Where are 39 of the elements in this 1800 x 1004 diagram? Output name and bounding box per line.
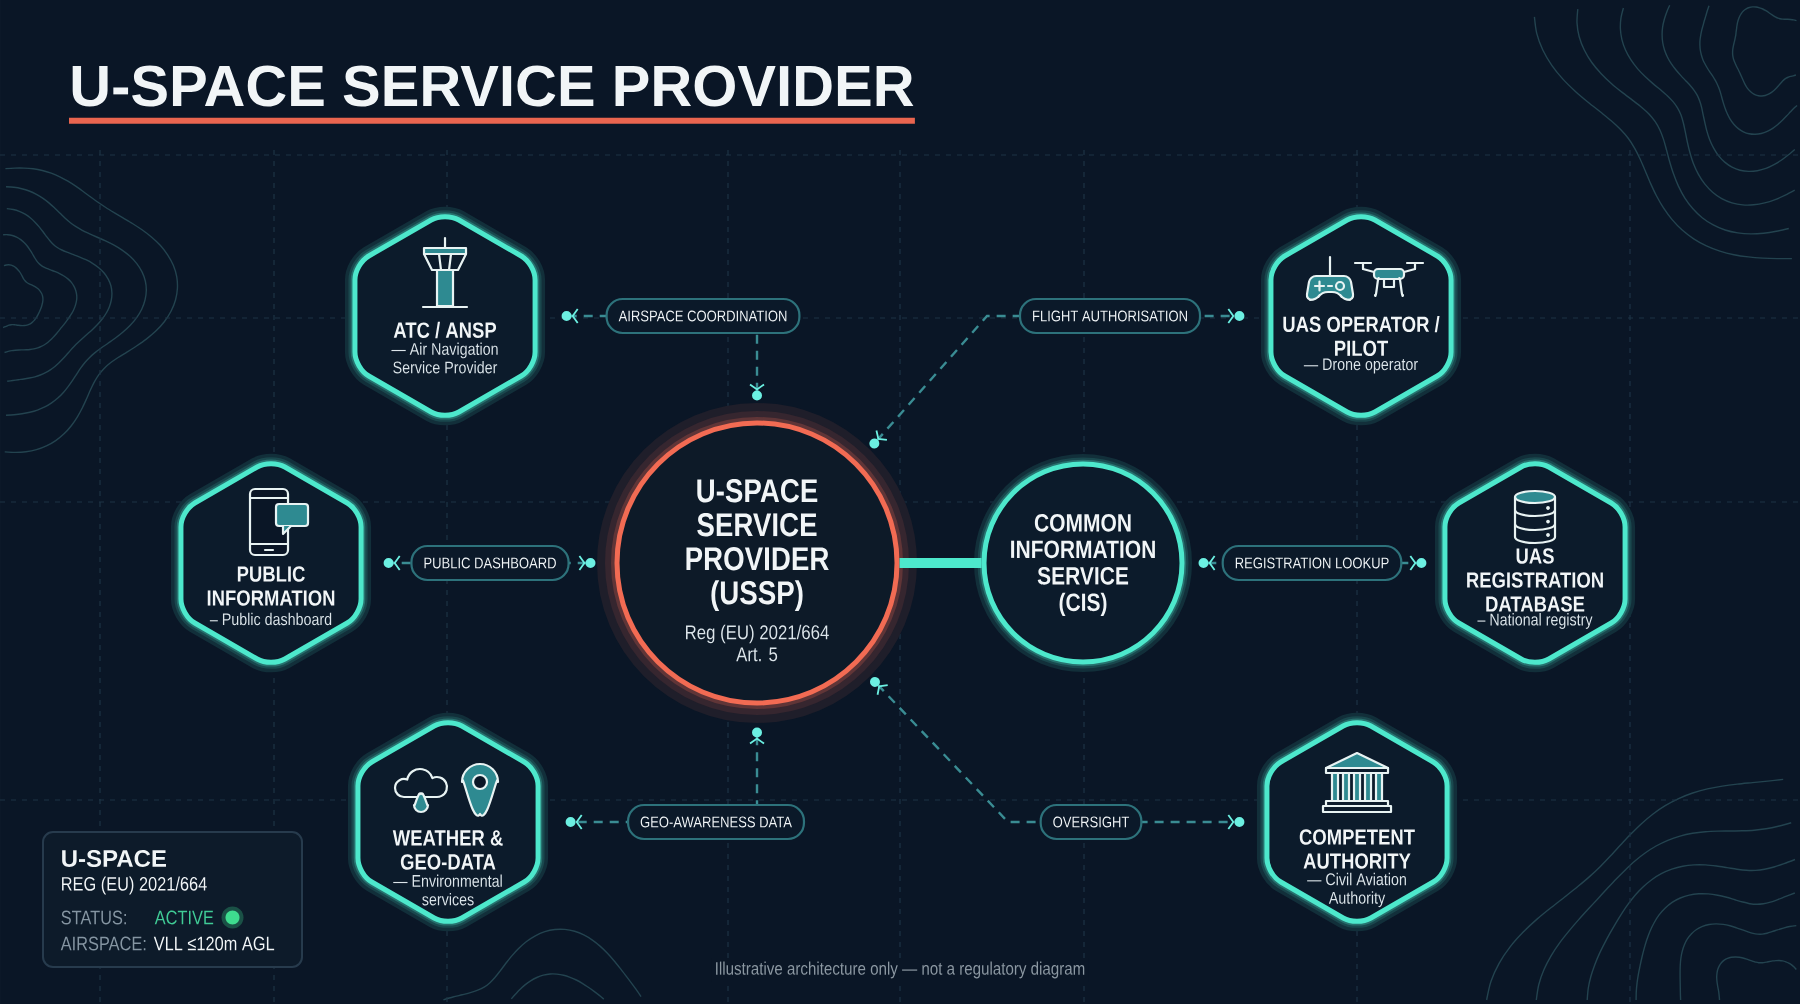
node-description: — Drone operator: [1303, 358, 1418, 374]
hexagon-node: [170, 453, 372, 673]
regulation-text: REG (EU) 2021/664: [62, 876, 207, 895]
node-title: COMMON INFORMATION SERVICE (CIS): [1011, 513, 1155, 617]
edge-label: FLIGHT AUTHORISATION: [1018, 297, 1202, 335]
regulation-reference: Reg (EU) 2021/664 Art. 5: [686, 624, 829, 662]
node-title: PUBLIC INFORMATION: [207, 566, 335, 606]
field-value: VLL ≤120m AGL: [153, 936, 275, 951]
circle-node: [974, 454, 1192, 672]
connector-line: [899, 558, 982, 568]
status-value: ACTIVE: [154, 910, 214, 925]
node-title: UAS REGISTRATION DATABASE: [1467, 548, 1603, 612]
field-label: AIRSPACE:: [60, 936, 146, 951]
node-description: — Environmental services: [393, 874, 502, 906]
hexagon-node: [1434, 453, 1636, 673]
field-label: STATUS:: [61, 910, 126, 925]
edge-label: GEO-AWARENESS DATA: [626, 803, 806, 841]
node-description: — Air Navigation Service Provider: [391, 342, 498, 374]
edge-label: PUBLIC DASHBOARD: [410, 544, 570, 582]
info-panel: [42, 831, 303, 968]
node-title: ATC / ANSP: [393, 321, 497, 339]
node-description: – Public dashboard: [209, 612, 332, 626]
edge-label: OVERSIGHT: [1039, 803, 1143, 841]
edge-label: AIRSPACE COORDINATION: [605, 297, 801, 335]
hexagon-node: [1260, 206, 1462, 426]
node-description: – National registry: [1477, 613, 1593, 629]
node-title: U-SPACE SERVICE PROVIDER (USSP): [686, 479, 829, 611]
circle-node: [597, 403, 917, 723]
caption: Illustrative architecture only — not a regulatory diagram: [711, 958, 1089, 982]
title: U-SPACE SERVICE PROVIDER: [72, 65, 914, 107]
node-title: UAS OPERATOR / PILOT: [1283, 315, 1440, 357]
node-title: COMPETENT AUTHORITY: [1299, 829, 1415, 869]
edge-label: REGISTRATION LOOKUP: [1221, 544, 1403, 582]
hexagon-node: [344, 206, 546, 426]
node-description: — Civil Aviation Authority: [1307, 872, 1406, 908]
panel-heading: U-SPACE: [62, 850, 166, 867]
node-title: WEATHER & GEO-DATA: [392, 830, 503, 870]
hexagon-node: [1256, 712, 1458, 932]
hexagon-node: [347, 712, 549, 932]
